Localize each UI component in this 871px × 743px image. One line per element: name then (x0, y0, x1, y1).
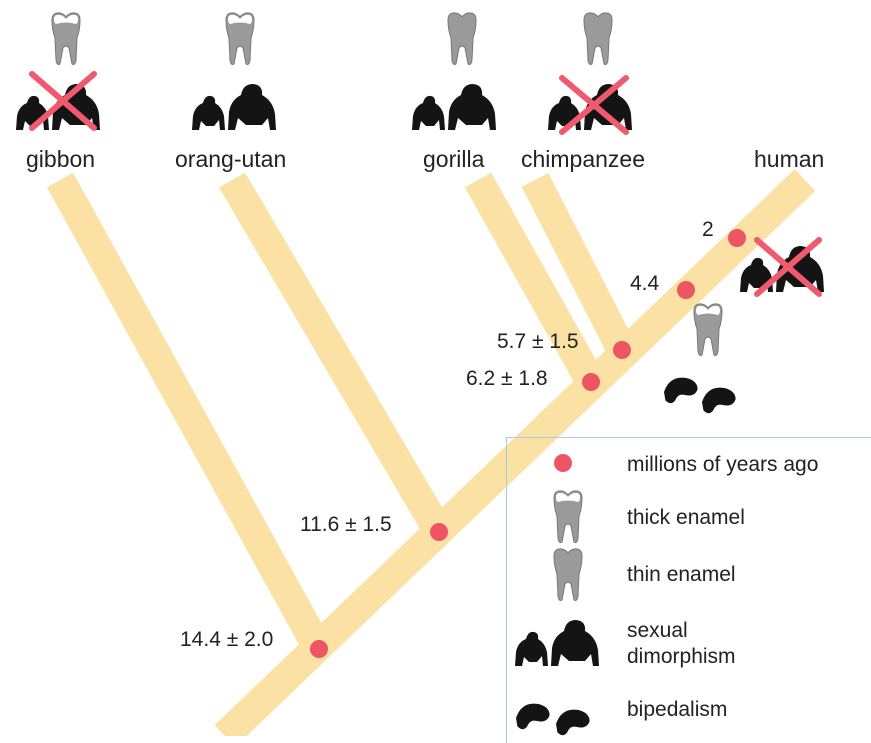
bipedalism-human-icon (664, 378, 736, 414)
species-label-chimpanzee: chimpanzee (521, 146, 645, 173)
node-dot-4-4 (677, 281, 695, 299)
legend-label-thin-enamel: thin enamel (627, 562, 736, 588)
node-dot-2 (728, 229, 746, 247)
node-label-6-2: 6.2 ± 1.8 (466, 367, 548, 391)
node-label-11-6: 11.6 ± 1.5 (300, 513, 392, 537)
node-dot-5-7 (613, 341, 631, 359)
node-label-2: 2 (702, 218, 714, 242)
legend-label-thick-enamel: thick enamel (627, 505, 745, 531)
legend-label-millions: millions of years ago (627, 452, 818, 478)
legend-label-dimorphism-line1: sexual (627, 619, 688, 642)
node-label-5-7: 5.7 ± 1.5 (497, 330, 579, 354)
node-dot-14-4 (310, 640, 328, 658)
tooth-chimpanzee-icon (584, 13, 612, 65)
branch-orang-utan (232, 180, 438, 530)
tooth-orang-utan-icon (226, 13, 254, 65)
node-label-14-4: 14.4 ± 2.0 (180, 628, 273, 652)
node-dot-11-6 (430, 523, 448, 541)
tooth-gorilla-icon (448, 13, 476, 65)
legend-label-dimorphism: sexual dimorphism (627, 618, 736, 670)
species-icons (16, 13, 824, 413)
tooth-gibbon-icon (52, 13, 80, 65)
dimorphism-orang-utan-icon (192, 84, 276, 130)
legend-label-bipedalism: bipedalism (627, 697, 727, 723)
dimorphism-gorilla-icon (412, 84, 496, 130)
species-label-gorilla: gorilla (423, 146, 484, 173)
node-label-4-4: 4.4 (630, 272, 659, 296)
tooth-human-icon (694, 304, 722, 356)
species-label-orang-utan: orang-utan (175, 146, 286, 173)
legend-label-dimorphism-line2: dimorphism (627, 645, 736, 668)
species-label-gibbon: gibbon (26, 146, 95, 173)
node-dot-6-2 (582, 373, 600, 391)
species-label-human: human (754, 146, 824, 173)
